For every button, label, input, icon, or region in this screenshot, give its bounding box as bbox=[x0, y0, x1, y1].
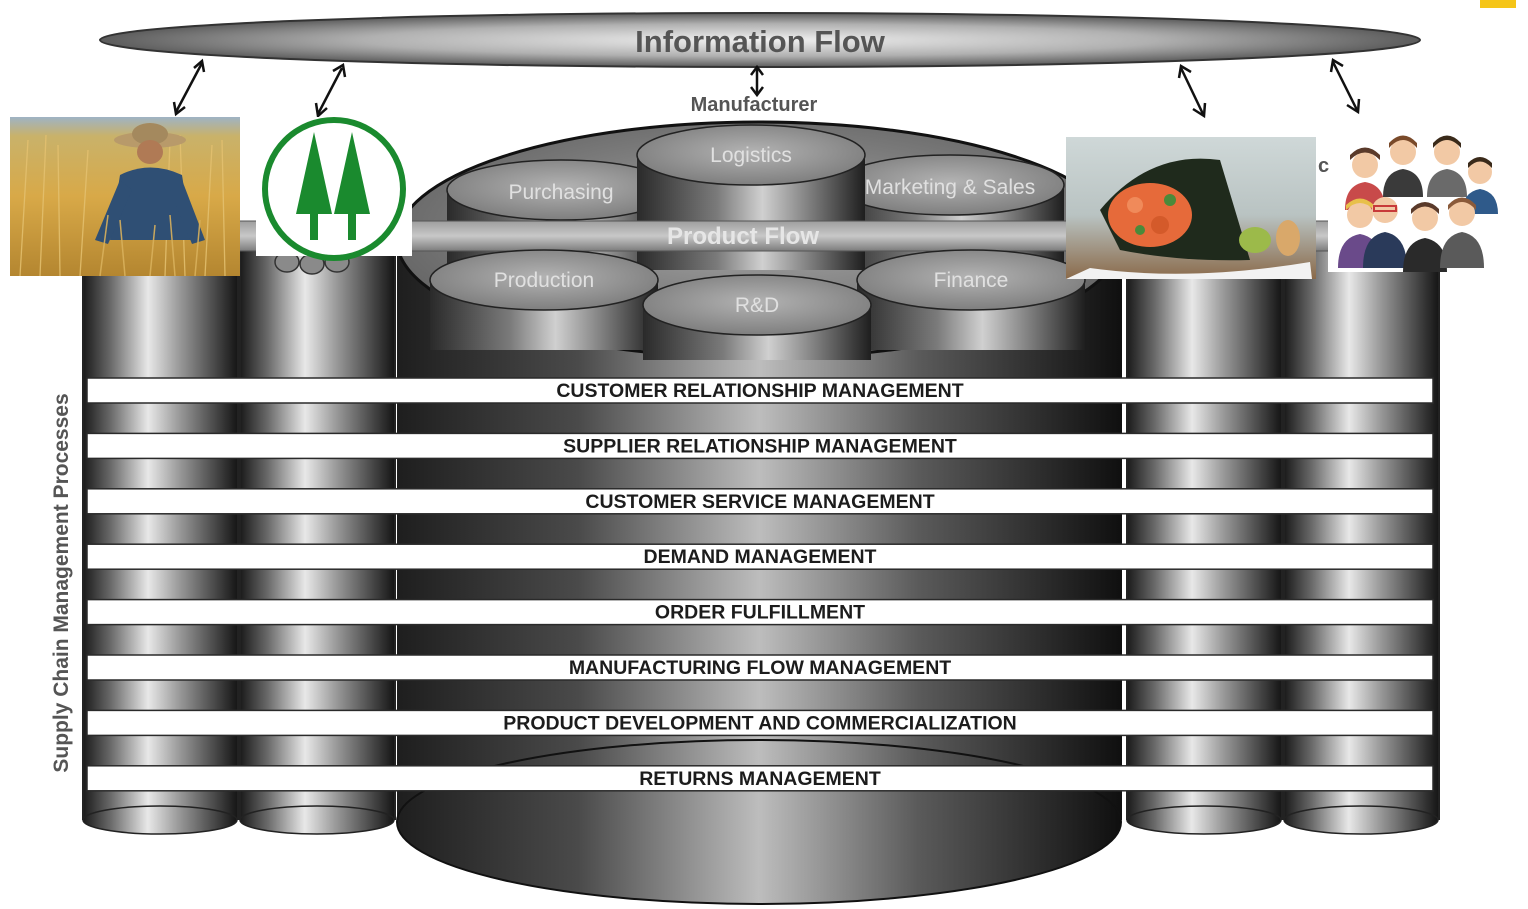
sushi-photo bbox=[1066, 137, 1316, 279]
supplier-tier1-cylinder bbox=[239, 250, 396, 835]
process-band-bar bbox=[86, 377, 1434, 404]
process-band-label: ORDER FULFILLMENT bbox=[655, 602, 865, 624]
dept-label-marketing-sales: Marketing & Sales bbox=[865, 176, 1035, 199]
tree-logo bbox=[256, 117, 412, 261]
dept-label-finance: Finance bbox=[934, 269, 1009, 292]
accent-square bbox=[1480, 0, 1516, 8]
dept-rnd bbox=[642, 274, 872, 360]
process-band-bar bbox=[86, 432, 1434, 460]
process-band-bar bbox=[86, 543, 1434, 570]
information-flow-ellipse: Information Flow bbox=[99, 12, 1421, 68]
dept-label-logistics: Logistics bbox=[710, 144, 792, 167]
process-band-bar bbox=[86, 765, 1434, 792]
manufacturer-label: Manufacturer bbox=[691, 94, 818, 116]
occluded-label-fragment: c bbox=[1318, 155, 1329, 177]
process-band: RETURNS MANAGEMENT bbox=[86, 765, 1434, 792]
dept-label-production: Production bbox=[494, 269, 594, 292]
farmer-photo bbox=[10, 117, 240, 277]
process-band-bar bbox=[86, 598, 1434, 626]
dept-finance bbox=[856, 249, 1086, 350]
process-band-bar bbox=[86, 709, 1434, 737]
dept-label-purchasing: Purchasing bbox=[508, 181, 613, 204]
process-band: DEMAND MANAGEMENT bbox=[86, 543, 1434, 570]
process-band: ORDER FULFILLMENT bbox=[86, 598, 1434, 626]
information-flow-label: Information Flow bbox=[635, 24, 886, 59]
process-band: CUSTOMER SERVICE MANAGEMENT bbox=[86, 488, 1434, 515]
process-band-label: DEMAND MANAGEMENT bbox=[644, 546, 877, 568]
supplier-tier2-cylinder bbox=[82, 250, 239, 835]
process-band-label: RETURNS MANAGEMENT bbox=[639, 768, 881, 790]
vertical-axis-label: Supply Chain Management Processes bbox=[50, 393, 73, 772]
dept-production bbox=[429, 249, 659, 350]
customers-people-icon bbox=[1328, 125, 1498, 272]
customer-tier1-cylinder bbox=[1126, 250, 1283, 835]
process-band-label: SUPPLIER RELATIONSHIP MANAGEMENT bbox=[563, 435, 957, 457]
process-band-label: MANUFACTURING FLOW MANAGEMENT bbox=[569, 657, 951, 679]
dept-label-rnd: R&D bbox=[735, 294, 779, 317]
process-bands: CUSTOMER RELATIONSHIP MANAGEMENT SUPPLIER… bbox=[86, 377, 1434, 792]
process-band: PRODUCT DEVELOPMENT AND COMMERCIALIZATIO… bbox=[86, 709, 1434, 737]
process-band: CUSTOMER RELATIONSHIP MANAGEMENT bbox=[86, 377, 1434, 404]
process-band-bar bbox=[86, 654, 1434, 681]
process-band-bar bbox=[86, 488, 1434, 515]
product-flow-label: Product Flow bbox=[667, 223, 819, 250]
process-band: MANUFACTURING FLOW MANAGEMENT bbox=[86, 654, 1434, 681]
process-band-label: CUSTOMER SERVICE MANAGEMENT bbox=[585, 491, 934, 513]
process-band-label: PRODUCT DEVELOPMENT AND COMMERCIALIZATIO… bbox=[503, 712, 1016, 734]
process-band: SUPPLIER RELATIONSHIP MANAGEMENT bbox=[86, 432, 1434, 460]
info-flow-arrows bbox=[172, 57, 1361, 119]
customer-tier2-cylinder bbox=[1283, 250, 1440, 835]
process-band-label: CUSTOMER RELATIONSHIP MANAGEMENT bbox=[556, 380, 963, 402]
